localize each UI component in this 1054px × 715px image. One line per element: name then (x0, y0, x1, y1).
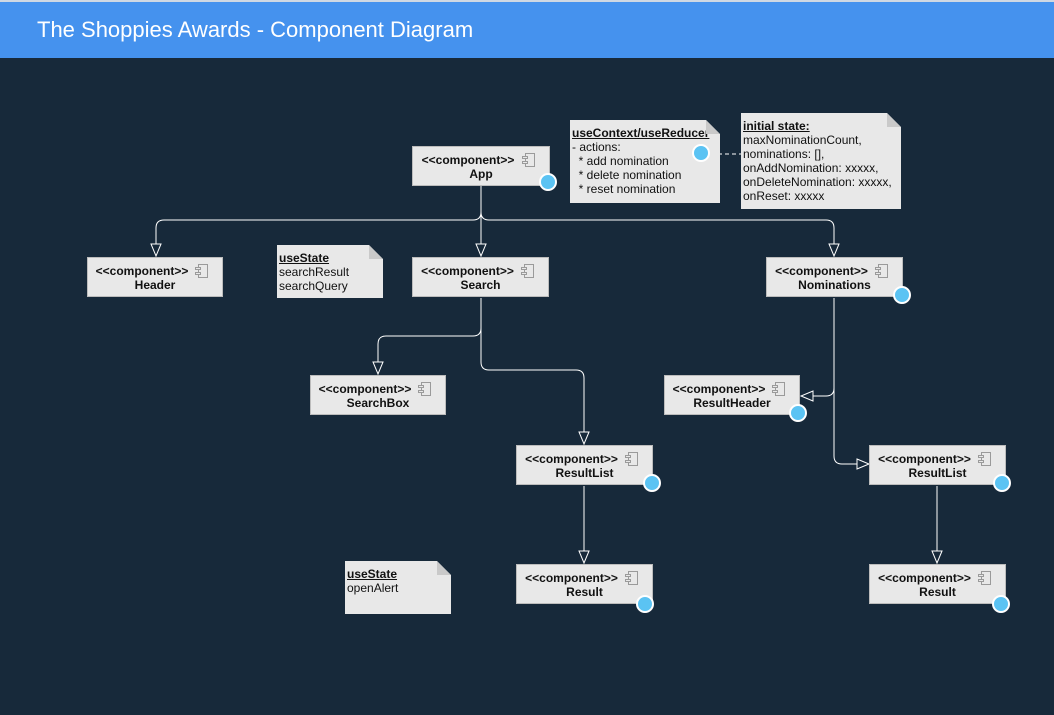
component-result-nominations[interactable]: <<component>> Result (869, 564, 1006, 604)
component-icon (875, 264, 888, 278)
note-line: searchResult (279, 265, 350, 279)
component-stereotype: <<component>> (525, 571, 618, 585)
component-name: SearchBox (346, 396, 410, 410)
component-icon (978, 452, 991, 466)
component-resultheader[interactable]: <<component>> ResultHeader (664, 375, 800, 415)
note-initial-state[interactable]: initial state: maxNominationCount, nomin… (741, 113, 901, 209)
note-title: useState (347, 567, 398, 581)
note-line: onReset: xxxxx (743, 189, 825, 203)
component-icon (522, 153, 535, 167)
note-line: * delete nomination (572, 168, 682, 182)
edge-app-nominations (480, 211, 834, 256)
interface-dot-resultlist-search[interactable] (643, 474, 661, 492)
component-icon (772, 382, 785, 396)
note-line: - actions: (572, 140, 621, 154)
component-name: Result (919, 585, 956, 599)
interface-dot-usecontext[interactable] (692, 144, 710, 162)
note-line: onDeleteNomination: xxxxx, (743, 175, 892, 189)
note-result-usestate[interactable]: useState openAlert (345, 561, 451, 614)
note-line: openAlert (347, 581, 399, 595)
note-line: maxNominationCount, (743, 133, 862, 147)
edge-nominations-resultheader (801, 298, 835, 396)
component-icon (625, 452, 638, 466)
component-icon (978, 571, 991, 585)
note-title: useState (279, 251, 330, 265)
component-name: ResultList (908, 466, 967, 480)
component-stereotype: <<component>> (525, 452, 618, 466)
component-stereotype: <<component>> (672, 382, 766, 396)
component-searchbox[interactable]: <<component>> SearchBox (310, 375, 446, 415)
component-icon (521, 264, 534, 278)
note-line: nominations: [], (743, 147, 825, 161)
note-title: useContext/useReducer (572, 126, 710, 140)
interface-dot-app[interactable] (539, 173, 557, 191)
component-name: ResultHeader (693, 396, 771, 410)
component-app[interactable]: <<component>> App (412, 146, 550, 186)
edge-search-resultlist (480, 298, 584, 444)
note-line: searchQuery (279, 279, 348, 293)
component-stereotype: <<component>> (421, 264, 514, 278)
component-stereotype: <<component>> (878, 571, 971, 585)
interface-dot-nominations[interactable] (893, 286, 911, 304)
component-icon (195, 264, 208, 278)
component-nominations[interactable]: <<component>> Nominations (766, 257, 903, 297)
note-search-usestate[interactable]: useState searchResult searchQuery (277, 245, 383, 298)
note-usecontext-usereducer[interactable]: useContext/useReducer - actions: * add n… (570, 120, 720, 203)
component-name: ResultList (555, 466, 614, 480)
note-line: * reset nomination (572, 182, 676, 196)
component-icon (418, 382, 431, 396)
component-stereotype: <<component>> (775, 264, 868, 278)
component-name: Nominations (798, 278, 871, 292)
component-stereotype: <<component>> (95, 264, 189, 278)
component-name: Result (566, 585, 603, 599)
diagram-title: The Shoppies Awards - Component Diagram (37, 17, 474, 42)
component-header[interactable]: <<component>> Header (87, 257, 223, 297)
edge-nominations-resultlist (833, 388, 869, 464)
interface-dot-resultlist-nominations[interactable] (993, 474, 1011, 492)
interface-dot-result-search[interactable] (636, 595, 654, 613)
component-name: App (469, 167, 493, 181)
component-stereotype: <<component>> (421, 153, 515, 167)
component-result-search[interactable]: <<component>> Result (516, 564, 653, 604)
component-name: Search (460, 278, 501, 292)
component-resultlist-nominations[interactable]: <<component>> ResultList (869, 445, 1006, 485)
edge-search-searchbox (378, 298, 482, 374)
component-stereotype: <<component>> (318, 382, 412, 396)
component-name: Header (134, 278, 176, 292)
title-bar: The Shoppies Awards - Component Diagram (0, 0, 1054, 58)
component-stereotype: <<component>> (878, 452, 971, 466)
note-line: onAddNomination: xxxxx, (743, 161, 879, 175)
note-title: initial state: (743, 119, 810, 133)
component-resultlist-search[interactable]: <<component>> ResultList (516, 445, 653, 485)
interface-dot-resultheader[interactable] (789, 404, 807, 422)
component-icon (625, 571, 638, 585)
interface-dot-result-nominations[interactable] (992, 595, 1010, 613)
component-search[interactable]: <<component>> Search (412, 257, 549, 297)
note-line: * add nomination (572, 154, 669, 168)
